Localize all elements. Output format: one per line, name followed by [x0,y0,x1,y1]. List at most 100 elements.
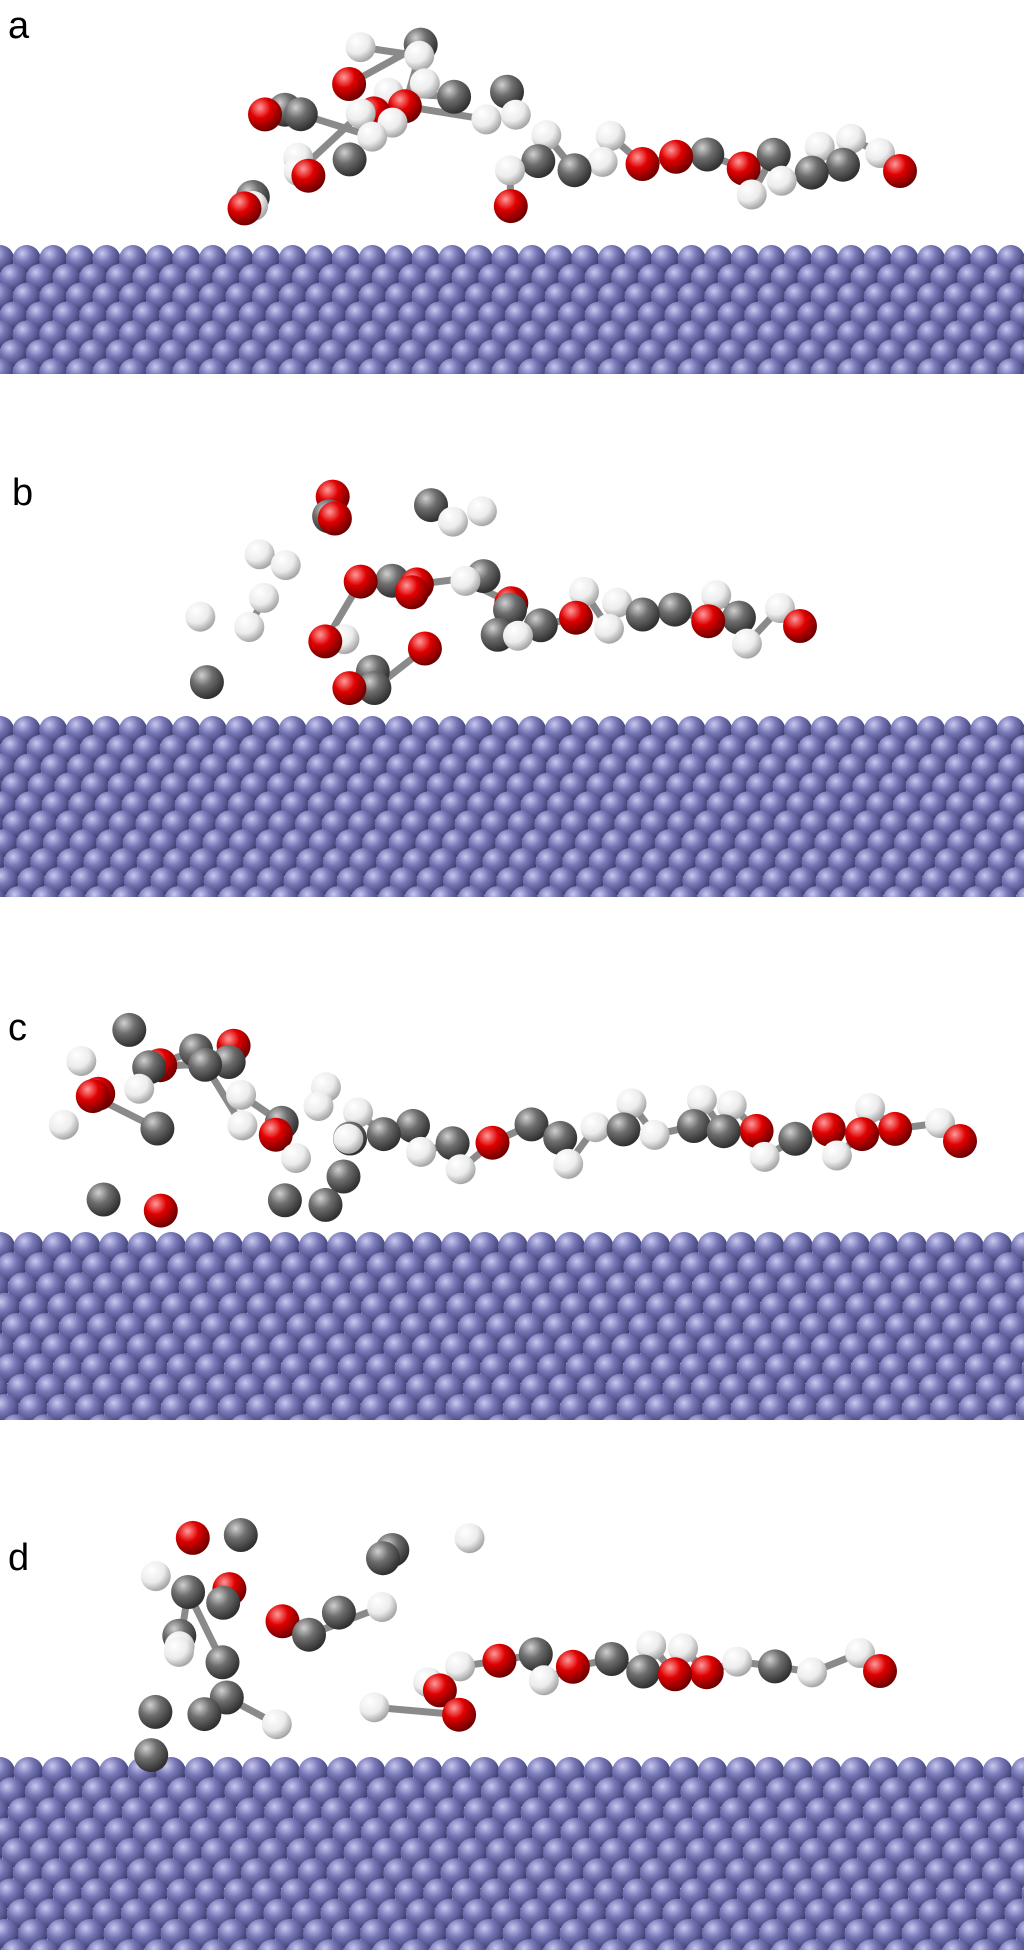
oxygen-atom [175,1520,210,1555]
carbon-atom [171,1575,206,1609]
hydrogen-atom [226,1079,257,1110]
hydrogen-atom [749,1141,780,1172]
hydrogen-atom [450,565,481,596]
carbon-atom [138,1694,173,1729]
carbon-atom [794,155,829,190]
panel-a: a [0,5,1024,414]
panel-b: b [0,472,1024,937]
oxygen-atom [308,624,343,659]
carbon-atom [435,1126,470,1161]
carbon-atom [134,1738,169,1773]
hydrogen-atom [261,1709,292,1740]
hydrogen-atom [409,68,440,99]
carbon-atom [205,1645,240,1680]
hydrogen-atom [500,99,531,130]
hydrogen-atom [333,1123,364,1154]
carbon-atom [676,1109,711,1143]
hydrogen-atom [797,1657,827,1688]
adsorbed-molecule [48,1012,977,1228]
carbon-atom [594,1642,629,1676]
hydrogen-atom [185,601,216,632]
adsorbed-molecule [227,27,917,226]
carbon-atom [326,1159,361,1194]
oxygen-atom [442,1697,477,1732]
oxygen-atom [555,1649,590,1684]
metal-surface-slab [0,1232,1024,1460]
carbon-atom [223,1518,258,1552]
hydrogen-atom [804,131,835,162]
carbon-atom [206,1585,241,1620]
hydrogen-atom [736,179,767,210]
hydrogen-atom [343,1097,373,1128]
hydrogen-atom [766,165,797,196]
hydrogen-atom [686,1085,717,1115]
hydrogen-atom [731,628,762,659]
hydrogen-atom [528,1665,559,1696]
carbon-atom [366,1117,401,1152]
carbon-atom [308,1187,343,1222]
hydrogen-atom [66,1046,97,1076]
oxygen-atom [943,1124,977,1158]
oxygen-atom [883,154,917,188]
hydrogen-atom [701,580,732,611]
hydrogen-atom [124,1073,155,1104]
oxygen-atom [143,1193,178,1228]
carbon-atom [396,1108,430,1143]
hydrogen-atom [821,1140,852,1171]
hydrogen-atom [454,1523,485,1554]
hydrogen-atom [303,1091,334,1121]
carbon-atom [357,671,392,705]
hydrogen-atom [345,32,376,63]
hydrogen-atom [471,104,502,135]
carbon-atom [332,142,367,177]
panel-d: d [0,1518,1024,1954]
oxygen-atom [265,1604,300,1639]
hydrogen-atom [639,1119,670,1150]
oxygen-atom [811,1112,846,1147]
oxygen-atom [407,631,442,666]
oxygen-atom [394,575,429,610]
oxygen-atom [258,1117,293,1152]
oxygen-atom [75,1079,110,1114]
oxygen-atom [689,1655,724,1690]
hydrogen-atom [227,1110,258,1141]
hydrogen-atom [438,506,468,537]
carbon-atom [140,1111,175,1146]
carbon-atom [518,1637,553,1672]
hydrogen-atom [367,1592,397,1622]
carbon-atom [267,1183,302,1218]
carbon-atom [86,1182,121,1217]
carbon-atom [543,1120,578,1155]
hydrogen-atom [716,1090,747,1121]
hydrogen-atom [595,120,626,151]
hydrogen-atom [404,40,435,71]
metal-surface-slab [0,1757,1024,1954]
hydrogen-atom [616,1088,647,1119]
hydrogen-atom [466,496,497,527]
carbon-atom [112,1012,147,1047]
hydrogen-atom [495,155,525,186]
oxygen-atom [559,600,593,635]
oxygen-atom [863,1654,897,1688]
hydrogen-atom [445,1651,475,1682]
carbon-atom [366,1541,400,1576]
panel-c: c [0,1007,1024,1460]
oxygen-atom [739,1113,774,1148]
oxygen-atom [726,151,761,186]
carbon-atom [778,1121,813,1156]
hydrogen-atom [594,613,624,644]
oxygen-atom [291,158,326,193]
hydrogen-atom [359,1692,390,1723]
hydrogen-atom [587,146,618,177]
adsorbed-molecule [185,479,817,706]
oxygen-atom [332,671,367,706]
hydrogen-atom [345,98,376,129]
oxygen-atom [227,191,262,226]
carbon-atom [706,1114,741,1149]
panel-label-c: c [8,1007,27,1049]
carbon-atom [189,665,224,700]
surface-atom [1021,1360,1024,1377]
hydrogen-atom [503,620,533,651]
hydrogen-atom [281,1143,311,1173]
oxygen-atom [658,1657,692,1692]
